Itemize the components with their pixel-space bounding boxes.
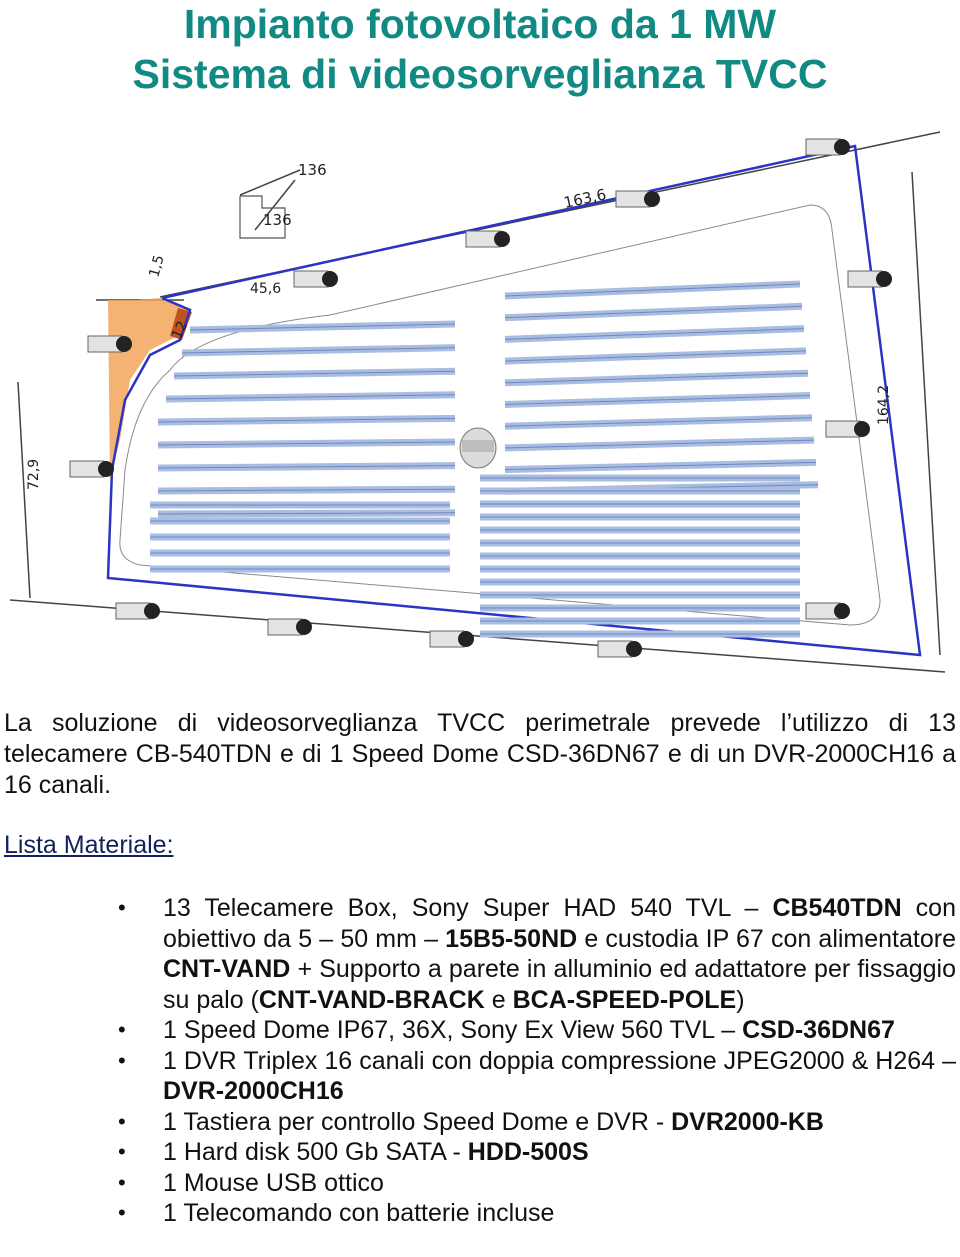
camera-icon — [293, 270, 338, 288]
camera-icon — [267, 618, 312, 636]
camera-icon — [465, 230, 510, 248]
camera-icon — [115, 602, 160, 620]
panel-row — [504, 302, 803, 322]
page-title-line2: Sistema di videosorveglianza TVCC — [132, 51, 828, 97]
panel-row — [157, 485, 456, 495]
speed-dome-camera — [459, 427, 497, 469]
list-item: 13 Telecamere Box, Sony Super HAD 540 TV… — [0, 893, 958, 1015]
page-title-line1: Impianto fotovoltaico da 1 MW — [183, 1, 777, 47]
dimension-label: 136 — [298, 161, 327, 179]
panel-row — [504, 436, 815, 452]
list-item: 1 DVR Triplex 16 canali con doppia compr… — [0, 1046, 958, 1107]
camera-icon — [597, 640, 642, 658]
panel-row — [157, 414, 456, 426]
list-item: 1 Hard disk 500 Gb SATA - HDD-500S — [0, 1137, 958, 1168]
dimension-label: 12 — [169, 319, 191, 342]
panel-row — [157, 509, 456, 518]
panel-row — [504, 347, 807, 365]
camera-icon — [87, 335, 132, 353]
panel-row — [173, 367, 456, 380]
dimension-label: 72,9 — [26, 459, 42, 490]
panel-row — [504, 392, 811, 408]
panel-row — [504, 414, 813, 430]
dimension-label: 45,6 — [250, 281, 281, 297]
site-plan-diagram: 136 136 163,6 1,5 45,6 12 164,2 72,9 — [9, 131, 946, 673]
dimension-label: 1,5 — [146, 253, 167, 279]
dimension-label: 136 — [263, 211, 292, 229]
panel-row — [189, 320, 456, 334]
panel-row — [504, 369, 809, 387]
panel-row — [165, 391, 456, 403]
camera-icon — [805, 602, 850, 620]
camera-icon — [615, 190, 660, 208]
perimeter-cameras — [69, 138, 892, 658]
materials-list: 13 Telecamere Box, Sony Super HAD 540 TV… — [0, 893, 958, 1229]
panel-row — [504, 280, 801, 300]
panel-rows — [150, 280, 819, 638]
dimension-label: 164,2 — [876, 385, 892, 425]
list-item: 1 Mouse USB ottico — [0, 1168, 958, 1199]
list-item: 1 Tastiera per controllo Speed Dome e DV… — [0, 1107, 958, 1138]
dimension-label: 163,6 — [562, 185, 608, 212]
intro-paragraph: La soluzione di videosorveglianza TVCC p… — [4, 709, 956, 799]
materials-heading: Lista Materiale: — [4, 831, 174, 859]
camera-icon — [429, 630, 474, 648]
camera-icon — [825, 420, 870, 438]
camera-icon — [847, 270, 892, 288]
camera-icon — [69, 460, 114, 478]
panel-row — [157, 438, 456, 449]
camera-icon — [805, 138, 850, 156]
panel-row — [504, 325, 805, 343]
list-item: 1 Speed Dome IP67, 36X, Sony Ex View 560… — [0, 1015, 958, 1046]
list-item: 1 Telecomando con batterie incluse — [0, 1198, 958, 1229]
panel-row — [157, 462, 456, 472]
panel-row — [181, 344, 456, 357]
panel-row — [504, 458, 817, 474]
